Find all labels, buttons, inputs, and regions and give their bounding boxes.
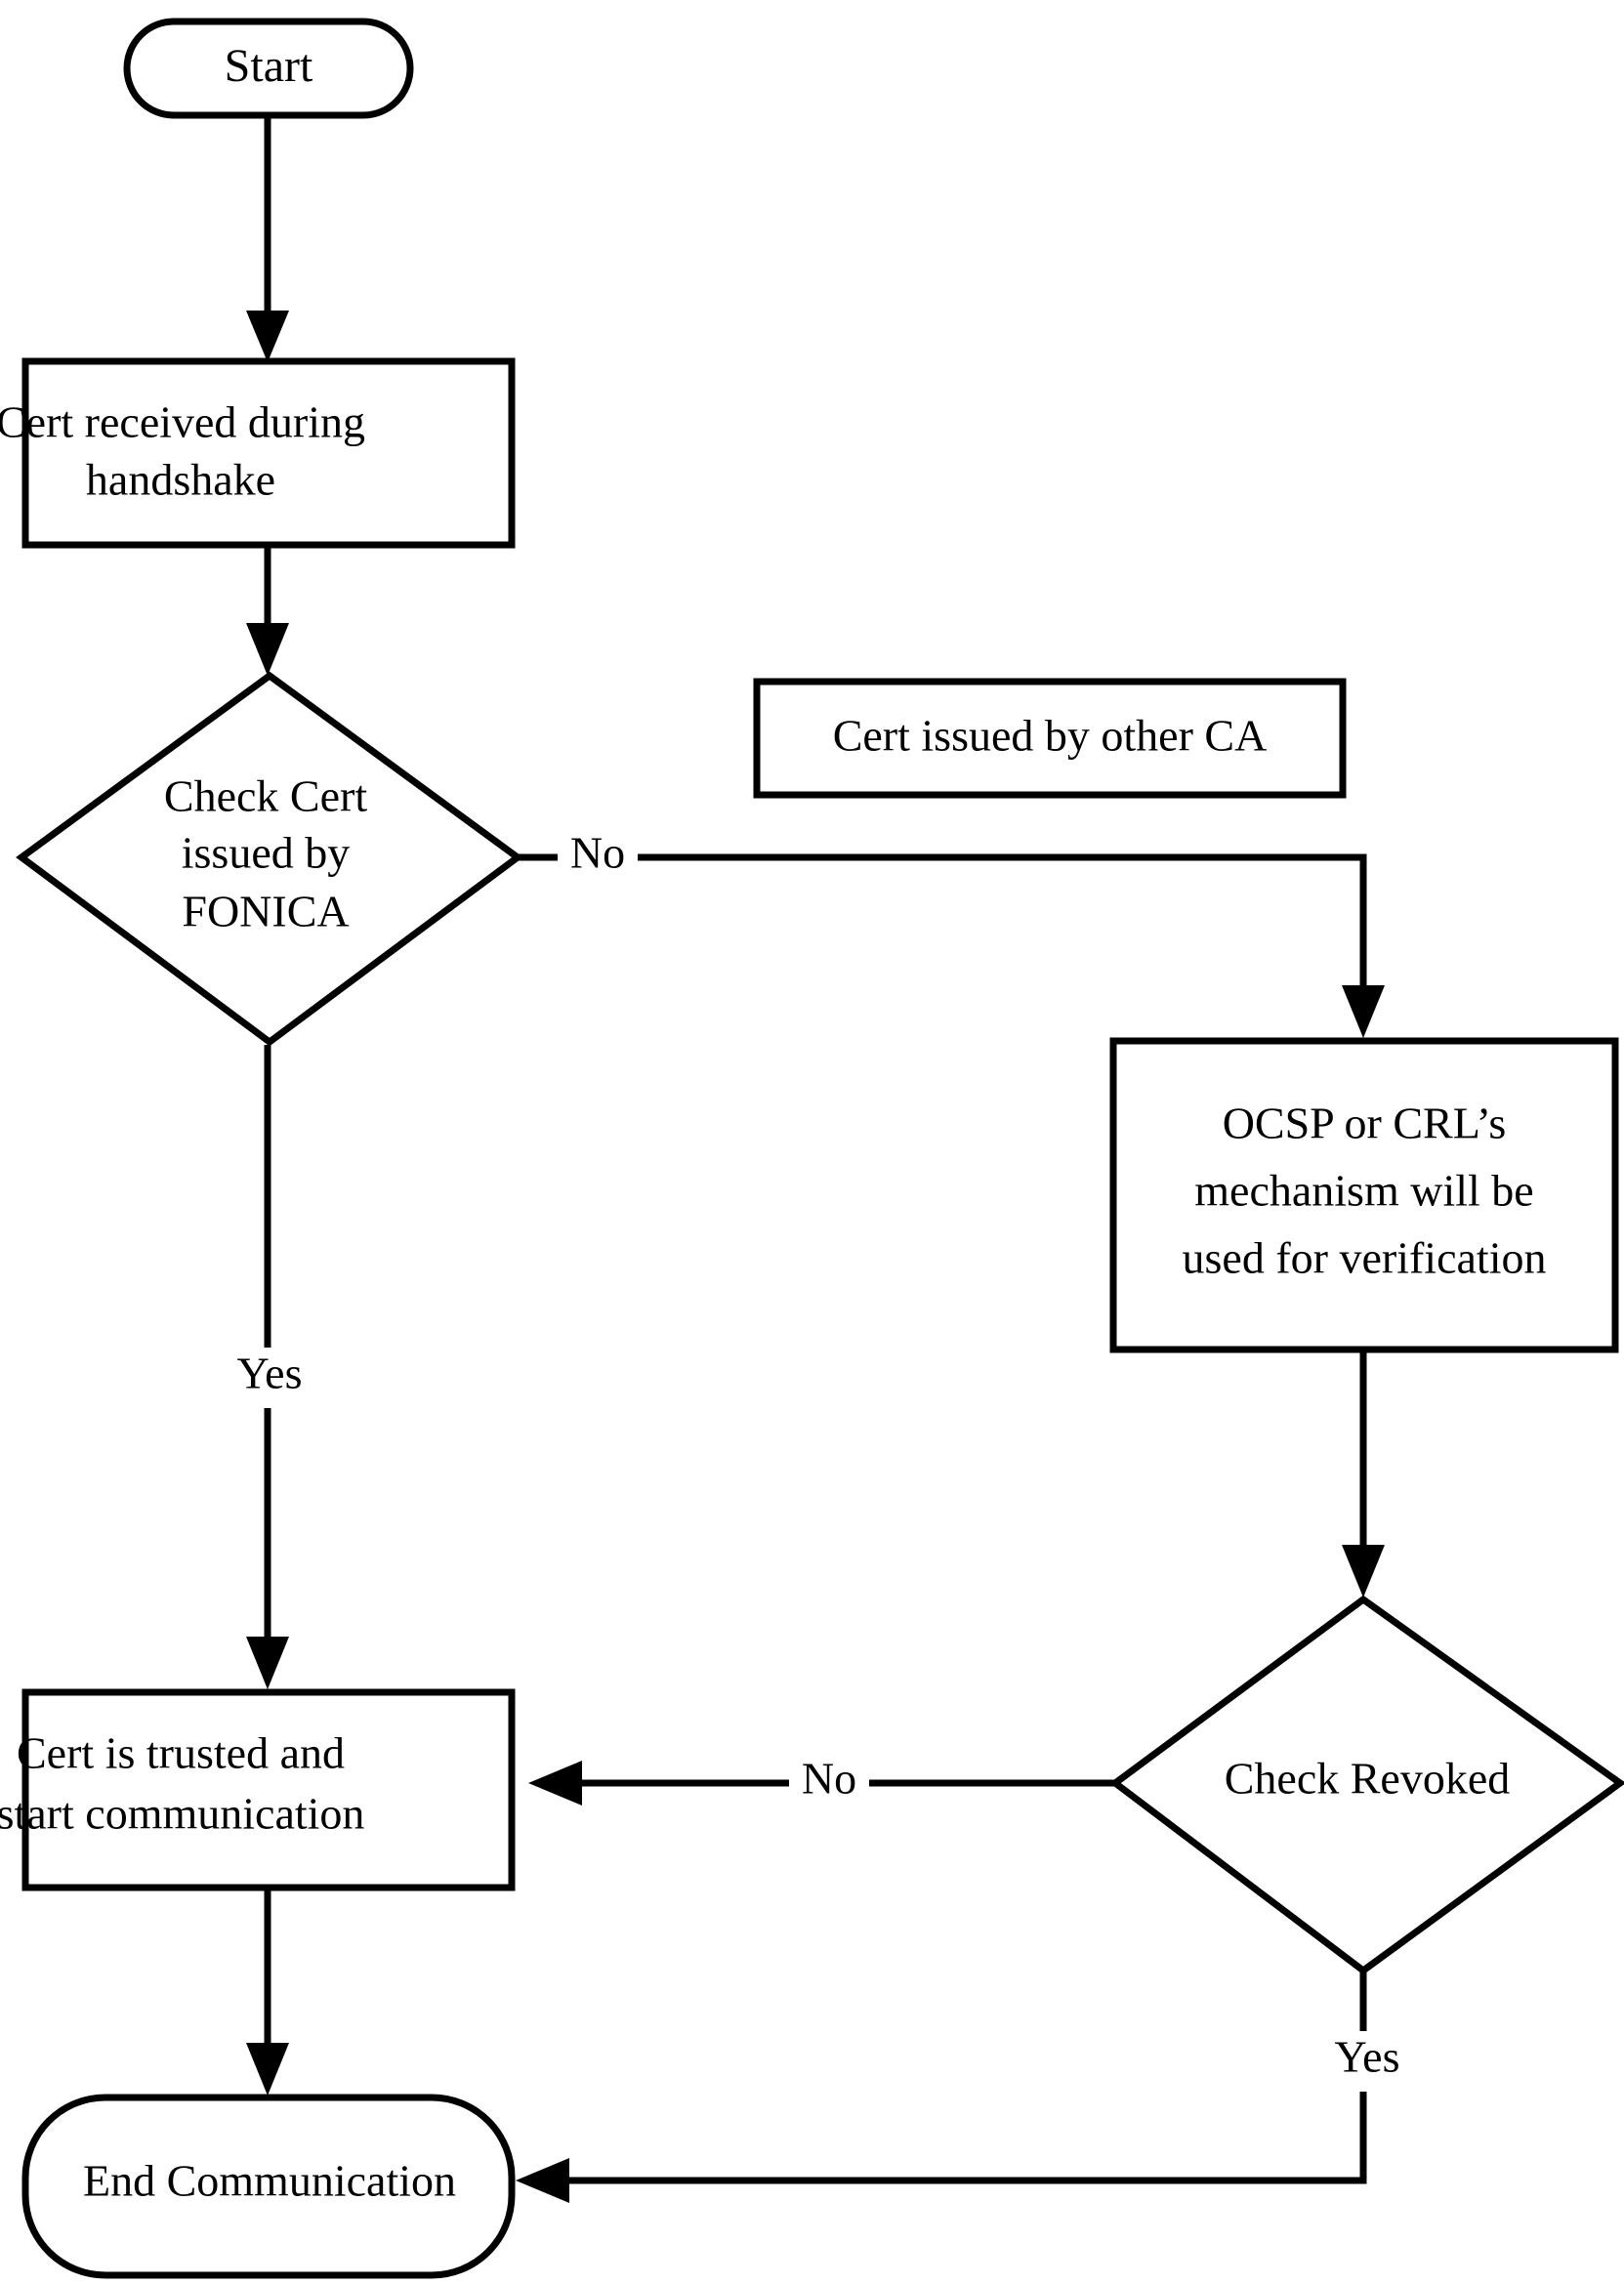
cert-received-shape bbox=[21, 357, 516, 549]
edge-label-revoked-no-text: No bbox=[802, 1754, 856, 1804]
node-end-communication[interactable]: End Communication bbox=[21, 2094, 516, 2279]
ocsp-crl-label-line2: mechanism will be bbox=[1194, 1166, 1533, 1216]
check-fonica-label-line1: Check Cert bbox=[164, 771, 367, 821]
node-check-fonica[interactable]: Check Cert issued by FONICA bbox=[16, 671, 523, 1047]
edge-check-revoked-yes-to-end-communication bbox=[516, 1973, 1367, 2203]
cert-trusted-label-line1: Cert is trusted and bbox=[17, 1728, 345, 1778]
node-ocsp-crl[interactable]: OCSP or CRL’s mechanism will be used for… bbox=[1109, 1037, 1619, 1353]
edge-label-fonica-no: No bbox=[558, 828, 638, 886]
node-cert-received[interactable]: Cert received during handshake bbox=[0, 357, 516, 549]
edge-ocsp-to-check-revoked bbox=[1342, 1350, 1385, 1598]
check-fonica-label-line3: FONICA bbox=[182, 887, 349, 936]
cert-received-label-line2: handshake bbox=[86, 455, 275, 505]
other-ca-shape bbox=[753, 678, 1347, 799]
check-revoked-shape bbox=[1109, 1595, 1624, 1975]
start-label: Start bbox=[225, 40, 313, 92]
edge-cert-received-to-check-fonica bbox=[246, 545, 289, 676]
cert-trusted-shape bbox=[21, 1688, 516, 1891]
node-cert-trusted[interactable]: Cert is trusted and start communication bbox=[0, 1688, 516, 1891]
ocsp-crl-shape bbox=[1109, 1037, 1619, 1353]
edge-label-fonica-no-text: No bbox=[570, 828, 625, 878]
node-check-revoked[interactable]: Check Revoked bbox=[1109, 1595, 1624, 1975]
end-communication-label: End Communication bbox=[83, 2156, 456, 2206]
edge-cert-trusted-to-end-communication bbox=[246, 1889, 289, 2096]
edge-label-fonica-yes-text: Yes bbox=[237, 1349, 303, 1398]
check-fonica-label-line2: issued by bbox=[182, 828, 351, 878]
edge-label-fonica-yes: Yes bbox=[223, 1348, 316, 1408]
end-communication-shape bbox=[21, 2094, 516, 2279]
edge-check-fonica-no-to-ocsp bbox=[518, 853, 1385, 1038]
cert-received-label-line1: Cert received during bbox=[0, 397, 365, 447]
edge-label-revoked-yes-text: Yes bbox=[1335, 2032, 1400, 2082]
node-start[interactable]: Start bbox=[123, 18, 414, 119]
edge-label-revoked-yes: Yes bbox=[1320, 2031, 1414, 2092]
ocsp-crl-label-line1: OCSP or CRL’s bbox=[1223, 1099, 1507, 1148]
edge-label-revoked-no: No bbox=[789, 1754, 869, 1811]
node-other-ca[interactable]: Cert issued by other CA bbox=[753, 678, 1347, 799]
edge-start-to-cert-received bbox=[246, 115, 289, 362]
ocsp-crl-label-line3: used for verification bbox=[1183, 1233, 1547, 1283]
other-ca-label: Cert issued by other CA bbox=[833, 711, 1268, 761]
check-fonica-shape bbox=[16, 671, 523, 1047]
start-shape bbox=[123, 18, 414, 119]
check-revoked-label: Check Revoked bbox=[1225, 1754, 1511, 1804]
cert-trusted-label-line2: start communication bbox=[0, 1789, 364, 1839]
